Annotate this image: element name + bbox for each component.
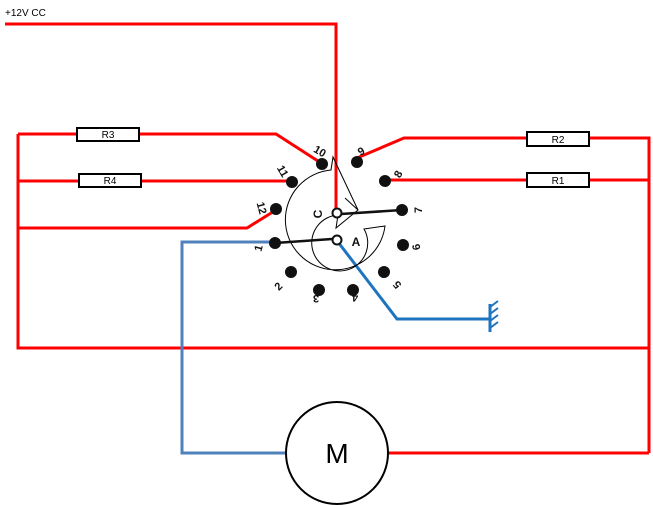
pin-3 (313, 284, 325, 296)
resistor-r1: R1 (526, 172, 590, 188)
pin-label: 7 (413, 207, 425, 213)
pin-6 (397, 239, 409, 251)
pin-label: 9 (356, 145, 367, 158)
red-wires (5, 22, 651, 455)
pin-10 (316, 158, 328, 170)
left-bus-wire (16, 134, 649, 350)
pin-label: 11 (274, 163, 290, 179)
wiper-c (340, 208, 403, 216)
pin-8 (379, 175, 391, 187)
pin-2 (285, 266, 297, 278)
common-a-terminal (331, 234, 343, 246)
pin-label: 5 (391, 278, 404, 290)
pin-contacts (269, 156, 409, 296)
common-c-label: C (311, 209, 325, 218)
r2-right-wire (589, 136, 651, 453)
supply-label: +12V CC (5, 8, 46, 19)
pin-12 (270, 203, 282, 215)
ground-icon (489, 300, 499, 329)
resistor-r2: R2 (526, 131, 590, 147)
wipers (274, 208, 403, 245)
rotation-arrow-icon (284, 155, 386, 272)
r3-to-pin10-wire (139, 132, 322, 165)
common-a-label: A (352, 235, 361, 249)
motor-return-wire (180, 240, 287, 455)
pin-4 (347, 284, 359, 296)
pin-label: 2 (272, 280, 285, 293)
common-c-terminal (331, 207, 343, 219)
pin-label: 3 (313, 292, 319, 304)
pin-label: 1 (253, 244, 266, 253)
resistor-label: R1 (552, 176, 565, 187)
resistor-r4: R4 (78, 173, 142, 188)
pin-label: 8 (392, 169, 405, 180)
pin-label: 10 (311, 144, 328, 161)
pin-label: 12 (254, 201, 269, 216)
resistor-label: R2 (552, 135, 565, 146)
blue-wires (180, 240, 499, 455)
ground-wire (336, 241, 490, 321)
rotary-switch: 1 2 3 4 5 6 7 8 9 10 11 12 C A (253, 144, 425, 304)
pin9-to-r2-wire (356, 136, 527, 160)
motor-label: M (325, 438, 348, 469)
resistor-r3: R3 (76, 127, 140, 142)
motor: M (285, 401, 389, 505)
pin-5 (378, 266, 390, 278)
resistor-label: R3 (102, 130, 115, 141)
pin-labels: 1 2 3 4 5 6 7 8 9 10 11 12 (253, 144, 425, 304)
resistor-label: R4 (104, 176, 117, 187)
pin12-wire (18, 208, 277, 230)
pin-9 (351, 156, 363, 168)
wiper-a (274, 237, 333, 245)
pin-11 (286, 176, 298, 188)
supply-wire (5, 22, 338, 212)
pin-label: 6 (411, 243, 424, 251)
pin-label: 4 (351, 291, 358, 303)
